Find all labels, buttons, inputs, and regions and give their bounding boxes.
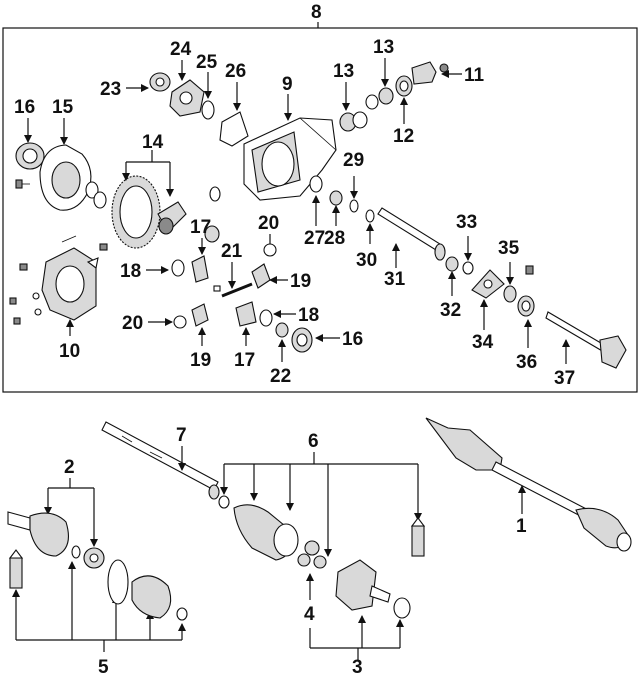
callout-31[interactable]: 31 bbox=[384, 269, 406, 290]
bolt-icon bbox=[15, 179, 30, 189]
callout-4[interactable]: 4 bbox=[304, 604, 315, 625]
callout-16[interactable]: 16 bbox=[14, 97, 35, 118]
callout-26[interactable]: 26 bbox=[225, 61, 246, 82]
part-13-seal-left[interactable] bbox=[339, 82, 368, 132]
part-30-circlip[interactable] bbox=[365, 209, 375, 244]
part-23-seal[interactable] bbox=[126, 72, 171, 92]
part-17-side-gear-lower[interactable] bbox=[235, 301, 257, 346]
part-6-boot-kit[interactable] bbox=[218, 452, 426, 561]
part-10-rear-cover[interactable] bbox=[41, 247, 97, 336]
part-1-cv-axle-assembly[interactable] bbox=[425, 417, 632, 552]
callout-30[interactable]: 30 bbox=[356, 250, 377, 271]
part-16-bearing-lower[interactable] bbox=[291, 327, 340, 353]
part-31-axle-shaft[interactable] bbox=[377, 207, 446, 268]
part-19-pinion-gear-lower[interactable] bbox=[191, 303, 209, 346]
callout-17[interactable]: 17 bbox=[234, 350, 255, 371]
callout-32[interactable]: 32 bbox=[440, 300, 461, 321]
part-18-thrust-washer[interactable] bbox=[146, 259, 185, 277]
part-18-thrust-washer-lower[interactable] bbox=[259, 309, 296, 327]
part-35-bearing[interactable] bbox=[503, 262, 534, 303]
part-26-gasket[interactable] bbox=[219, 82, 249, 147]
callout-14[interactable]: 14 bbox=[142, 132, 164, 153]
callout-20[interactable]: 20 bbox=[258, 213, 279, 234]
part-19-pinion-gear[interactable] bbox=[251, 263, 288, 289]
callout-6[interactable]: 6 bbox=[308, 431, 319, 452]
differential-assembly-frame bbox=[2, 22, 638, 393]
callout-33[interactable]: 33 bbox=[456, 212, 477, 233]
bolt-icon bbox=[9, 235, 108, 325]
callout-19[interactable]: 19 bbox=[290, 271, 311, 292]
part-14-ring-pinion-gear[interactable] bbox=[111, 150, 187, 249]
callout-29[interactable]: 29 bbox=[343, 150, 364, 171]
callout-8[interactable]: 8 bbox=[311, 2, 322, 23]
callout-17[interactable]: 17 bbox=[190, 217, 211, 238]
part-7-intermediate-shaft[interactable] bbox=[101, 421, 220, 500]
callout-22[interactable]: 22 bbox=[270, 366, 291, 387]
callout-23[interactable]: 23 bbox=[100, 79, 121, 100]
callout-24[interactable]: 24 bbox=[170, 39, 192, 60]
callout-10[interactable]: 10 bbox=[59, 341, 80, 362]
part-34-bracket[interactable] bbox=[471, 269, 505, 330]
part-36-seal[interactable] bbox=[517, 295, 535, 348]
washer-icon bbox=[93, 186, 221, 243]
callout-2[interactable]: 2 bbox=[64, 457, 75, 478]
callout-11[interactable]: 11 bbox=[464, 65, 485, 86]
part-13-seal-right[interactable] bbox=[365, 58, 394, 110]
callout-20[interactable]: 20 bbox=[122, 313, 143, 334]
part-2-outer-joint[interactable] bbox=[7, 478, 105, 569]
part-27-o-ring[interactable] bbox=[309, 175, 323, 226]
part-28-seal[interactable] bbox=[329, 190, 343, 226]
part-16-bearing[interactable] bbox=[15, 118, 45, 170]
callout-13[interactable]: 13 bbox=[333, 61, 354, 82]
callout-15[interactable]: 15 bbox=[52, 97, 74, 118]
part-17-side-gear[interactable] bbox=[191, 238, 209, 283]
callout-19[interactable]: 19 bbox=[190, 350, 211, 371]
part-12-bearing[interactable] bbox=[395, 75, 413, 124]
callout-18[interactable]: 18 bbox=[298, 305, 319, 326]
part-25-gasket[interactable] bbox=[201, 72, 215, 120]
callout-37[interactable]: 37 bbox=[554, 368, 575, 389]
part-21-pinion-shaft[interactable] bbox=[213, 262, 253, 298]
part-37-axle-flange[interactable] bbox=[545, 311, 627, 369]
callout-18[interactable]: 18 bbox=[120, 261, 141, 282]
callout-27[interactable]: 27 bbox=[304, 228, 325, 249]
part-3-inner-joint[interactable] bbox=[309, 559, 411, 660]
callout-13[interactable]: 13 bbox=[373, 37, 394, 58]
part-11-flange[interactable] bbox=[411, 61, 462, 85]
part-5-boot-kit[interactable] bbox=[8, 545, 188, 652]
part-22-washer[interactable] bbox=[275, 322, 289, 362]
part-32-bearing[interactable] bbox=[445, 256, 459, 296]
callout-16[interactable]: 16 bbox=[342, 329, 363, 350]
callout-1[interactable]: 1 bbox=[516, 516, 527, 537]
part-20-washer[interactable] bbox=[263, 234, 277, 257]
part-20-washer-lower[interactable] bbox=[148, 315, 187, 329]
part-24-cover-plate[interactable] bbox=[169, 60, 205, 117]
part-15-differential-case[interactable] bbox=[39, 118, 99, 211]
callout-21[interactable]: 21 bbox=[221, 241, 243, 262]
callout-12[interactable]: 12 bbox=[393, 126, 414, 147]
callout-28[interactable]: 28 bbox=[324, 228, 345, 249]
callout-36[interactable]: 36 bbox=[516, 352, 537, 373]
callout-5[interactable]: 5 bbox=[98, 657, 109, 678]
part-29-snap-ring[interactable] bbox=[349, 176, 359, 213]
callout-25[interactable]: 25 bbox=[196, 52, 218, 73]
callout-7[interactable]: 7 bbox=[176, 425, 187, 446]
part-33-seal[interactable] bbox=[462, 236, 474, 275]
callout-35[interactable]: 35 bbox=[498, 238, 520, 259]
callout-3[interactable]: 3 bbox=[352, 657, 363, 678]
part-4-tripod[interactable] bbox=[297, 540, 327, 600]
callout-34[interactable]: 34 bbox=[472, 332, 494, 353]
callout-9[interactable]: 9 bbox=[282, 74, 293, 95]
